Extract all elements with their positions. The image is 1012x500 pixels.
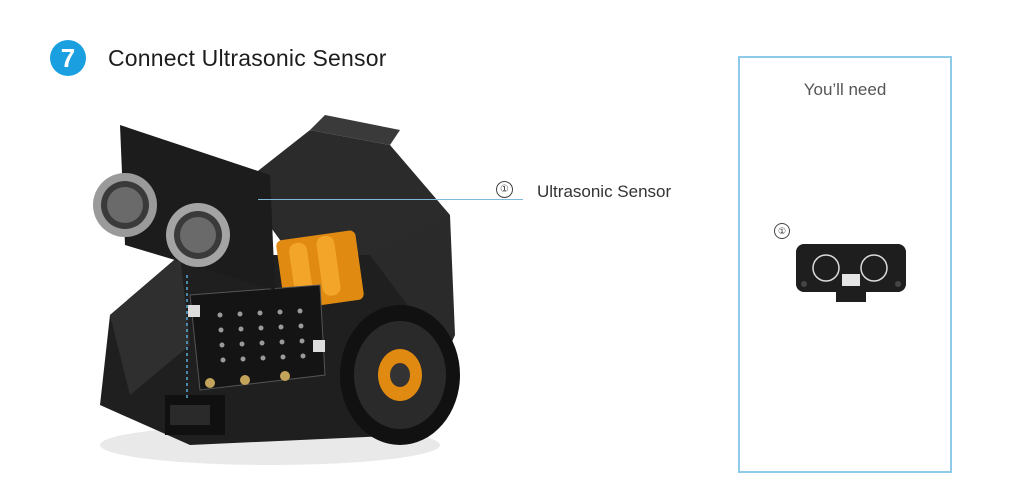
part-number: ①	[774, 223, 790, 239]
wheel	[340, 305, 460, 445]
callout-number: ①	[496, 181, 513, 198]
parts-box-title: You’ll need	[803, 80, 887, 99]
ultrasonic-sensor-eyes	[93, 173, 230, 267]
robot-car-illustration	[93, 115, 460, 465]
ultrasonic-sensor-module-image	[796, 244, 906, 302]
step-title: Connect Ultrasonic Sensor	[108, 45, 387, 71]
step-number-badge: 7	[50, 40, 86, 76]
callout-label: Ultrasonic Sensor	[537, 182, 672, 201]
microbit-board	[188, 284, 326, 391]
callout-line	[258, 199, 523, 200]
parts-needed-box: You’ll need ①	[738, 56, 952, 473]
step-number: 7	[60, 42, 76, 73]
